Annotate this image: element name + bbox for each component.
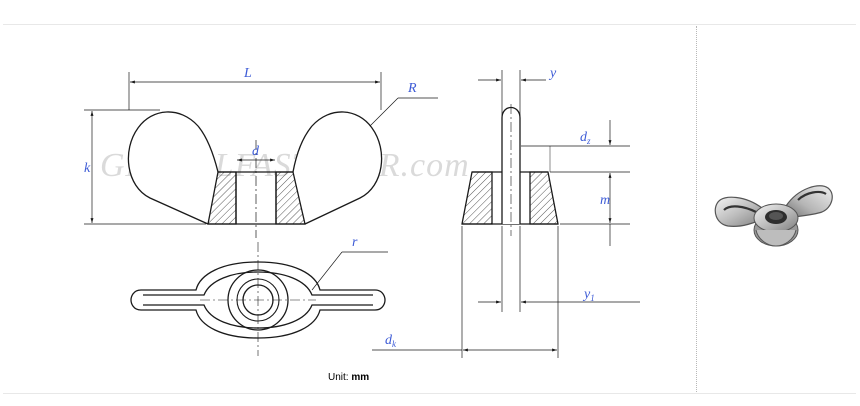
- dim-label-y: y: [548, 66, 557, 81]
- dim-label-y1: y1: [582, 287, 595, 303]
- side-view: [461, 104, 559, 236]
- dim-label-d: d: [252, 144, 260, 159]
- content-frame: [3, 24, 856, 394]
- dim-label-L: L: [243, 66, 252, 81]
- dim-label-dk: dk: [385, 333, 397, 349]
- panel-divider: [696, 26, 697, 392]
- right-wing: [292, 111, 383, 225]
- top-view-outline: [130, 261, 386, 339]
- dim-label-R: R: [407, 81, 417, 96]
- dim-label-r: r: [352, 235, 358, 250]
- wing-nut-product-image: [714, 185, 833, 247]
- left-wing: [127, 111, 219, 225]
- top-view: [130, 242, 386, 356]
- front-view-dimensions: [84, 72, 438, 225]
- unit-text: Unit: mm: [328, 372, 369, 383]
- dim-label-m: m: [600, 193, 610, 208]
- top-view-dimensions: [311, 251, 388, 291]
- front-view: [127, 111, 383, 238]
- wing-nut-technical-drawing: GLOBALFASTENER.com L R d k: [84, 66, 640, 383]
- side-view-dimensions: [372, 70, 640, 358]
- dim-label-k: k: [84, 161, 91, 176]
- side-hub-right: [529, 171, 559, 225]
- dim-label-dz: dz: [580, 130, 591, 146]
